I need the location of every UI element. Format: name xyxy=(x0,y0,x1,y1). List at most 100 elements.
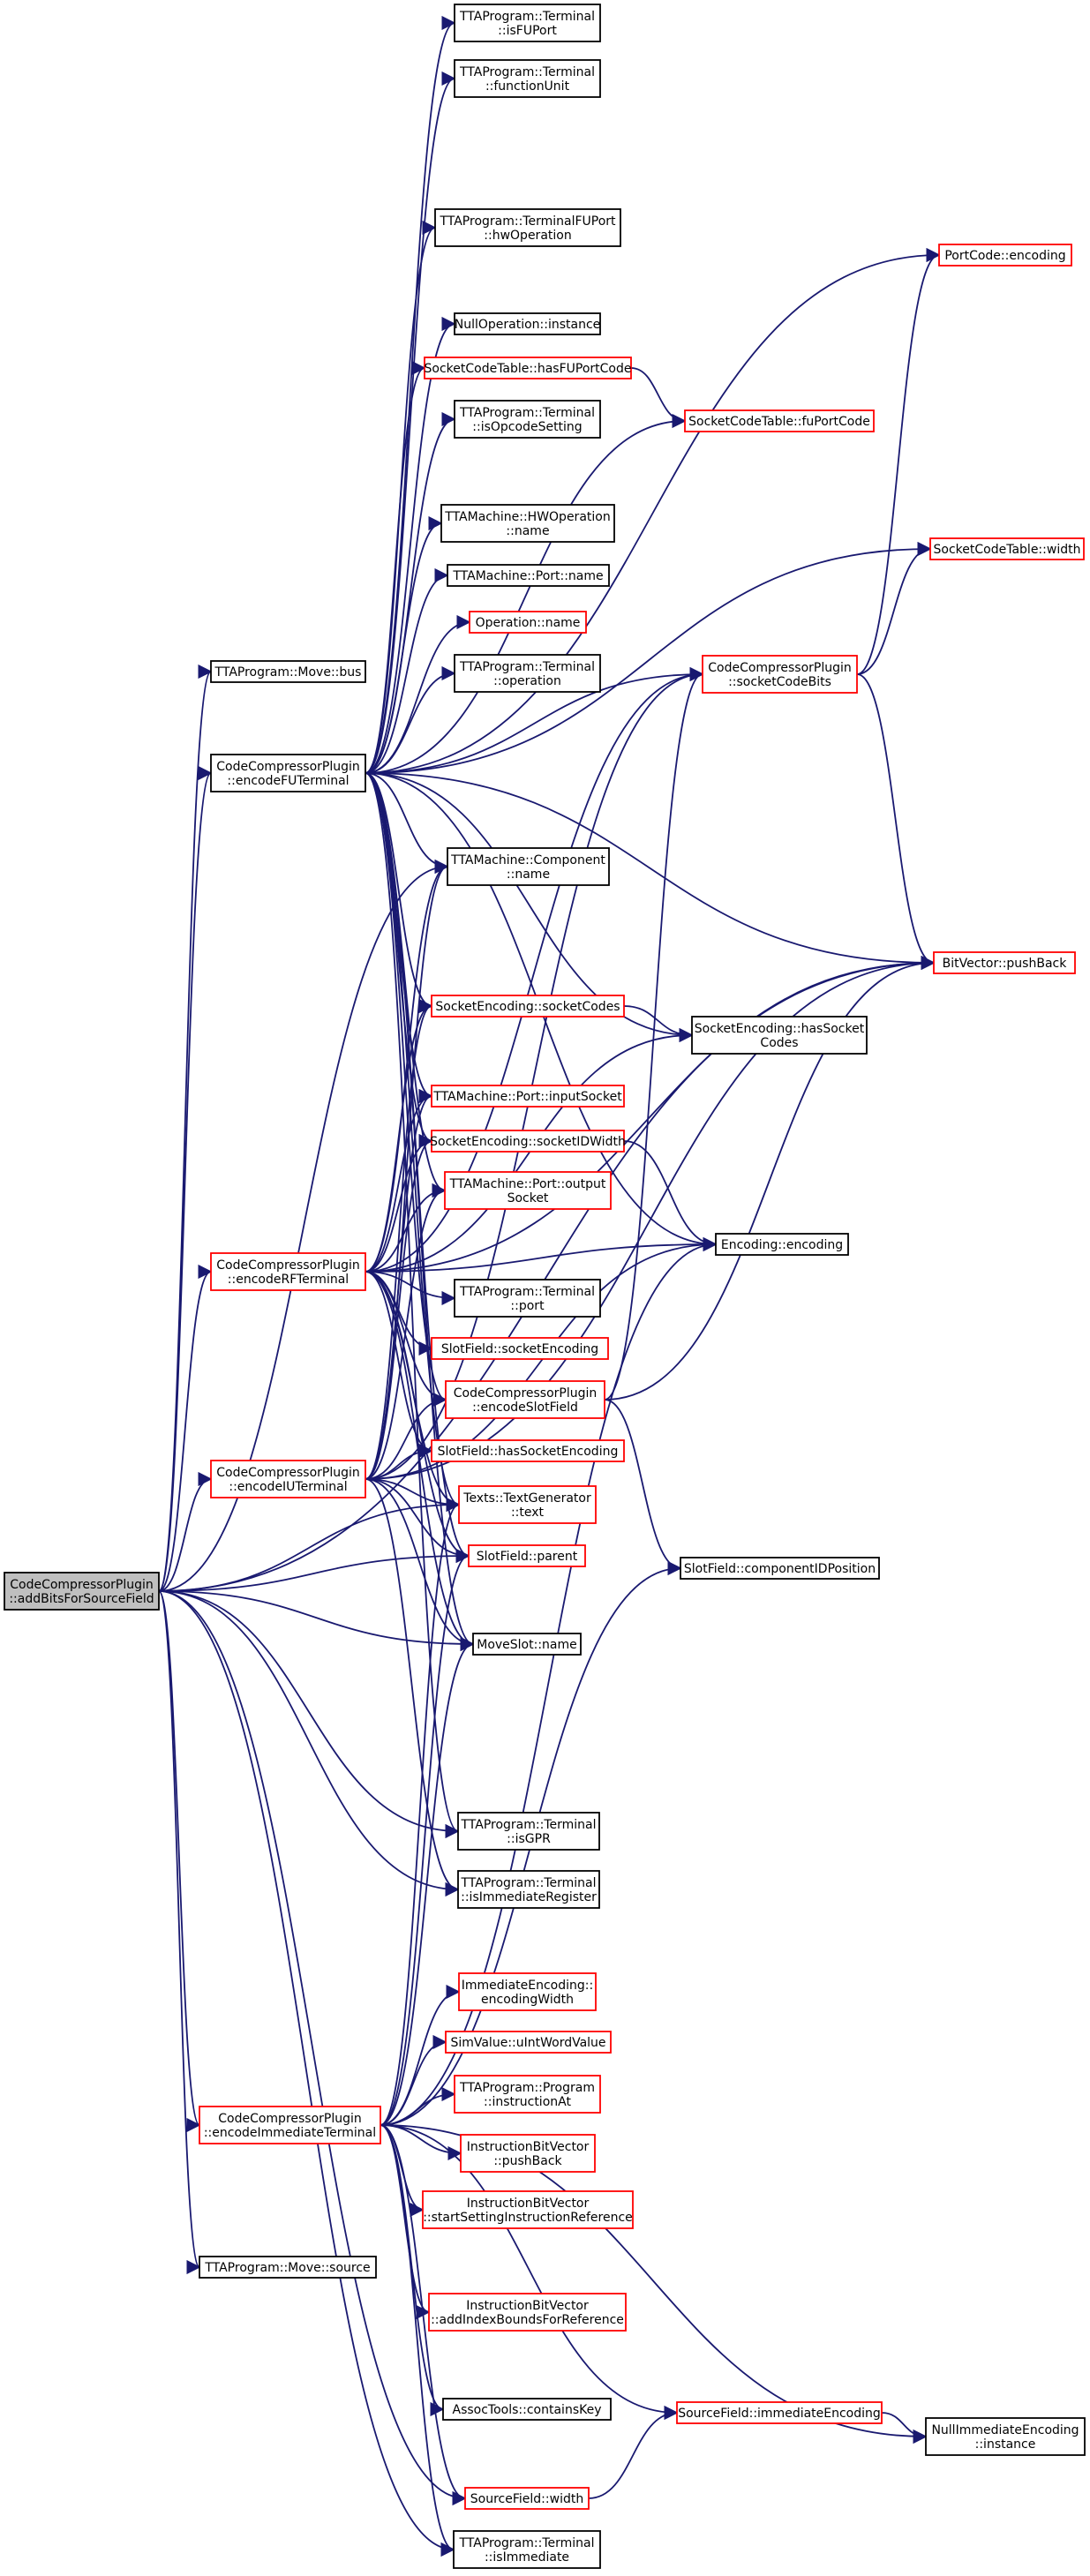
node-box xyxy=(715,1233,849,1256)
node-box xyxy=(434,208,621,247)
node-label: TTAProgram::Terminal xyxy=(459,406,595,420)
node-encodeIU[interactable]: CodeCompressorPlugin::encodeIUTerminal xyxy=(210,1460,366,1498)
node-encodeFU[interactable]: CodeCompressorPlugin::encodeFUTerminal xyxy=(210,754,366,792)
edge-encodeIU-to-textgen_text xyxy=(365,1478,461,1513)
node-layer: CodeCompressorPlugin::addBitsForSourceFi… xyxy=(4,4,1086,2569)
node-isImmReg[interactable]: TTAProgram::Terminal::isImmediateRegiste… xyxy=(457,1870,600,1909)
node-label: SocketEncoding::socketIDWidth xyxy=(430,1135,626,1149)
edge-encodeSlotField-to-socketCodeBits xyxy=(604,667,704,1401)
node-label: ::startSettingInstructionReference xyxy=(423,2211,633,2225)
node-slot_socketEncoding[interactable]: SlotField::socketEncoding xyxy=(431,1337,609,1360)
node-inputSocket[interactable]: TTAMachine::Port::inputSocket xyxy=(431,1085,625,1108)
node-sf_width[interactable]: SourceField::width xyxy=(464,2487,590,2510)
node-hwop_name[interactable]: TTAMachine::HWOperation::name xyxy=(440,504,615,543)
node-portcode_encoding[interactable]: PortCode::encoding xyxy=(938,244,1072,267)
node-fuPortCode[interactable]: SocketCodeTable::fuPortCode xyxy=(684,409,875,432)
node-label: CodeCompressorPlugin xyxy=(218,2112,362,2126)
node-move_bus[interactable]: TTAProgram::Move::bus xyxy=(210,660,366,683)
edge-encodeIU-to-socketIDWidth xyxy=(365,1134,433,1480)
node-functionUnit[interactable]: TTAProgram::Terminal::functionUnit xyxy=(454,59,601,98)
node-isImmediate[interactable]: TTAProgram::Terminal::isImmediate xyxy=(453,2530,601,2569)
edge-encodeRF-to-hasSocketEncoding xyxy=(365,1271,433,1459)
node-label: Socket xyxy=(507,1191,549,1205)
node-box xyxy=(457,1870,600,1909)
node-box xyxy=(454,59,601,98)
node-box xyxy=(454,2075,601,2114)
node-socketCodeBits[interactable]: CodeCompressorPlugin::socketCodeBits xyxy=(702,655,858,694)
edge-encodeFU-to-hwop_name xyxy=(365,515,443,774)
node-term_port[interactable]: TTAProgram::Terminal::port xyxy=(454,1279,601,1318)
node-box xyxy=(460,2134,596,2173)
edge-encodeImm-to-sf_width xyxy=(380,2124,467,2505)
node-label: TTAMachine::Port::name xyxy=(452,569,603,583)
node-operation_name[interactable]: Operation::name xyxy=(469,611,587,634)
node-encodeImm[interactable]: CodeCompressorPlugin::encodeImmediateTer… xyxy=(199,2106,381,2144)
node-isOpcodeSetting[interactable]: TTAProgram::Terminal::isOpcodeSetting xyxy=(454,400,601,439)
node-box xyxy=(453,2530,601,2569)
node-hwOperation[interactable]: TTAProgram::TerminalFUPort::hwOperation xyxy=(434,208,621,247)
node-containsKey[interactable]: AssocTools::containsKey xyxy=(442,2398,612,2421)
node-label: ::encodeIUTerminal xyxy=(229,1480,347,1494)
node-slot_parent[interactable]: SlotField::parent xyxy=(468,1544,586,1567)
node-label: SocketCodeTable::hasFUPortCode xyxy=(425,362,632,376)
edge-root-to-sf_width xyxy=(158,1590,467,2506)
edge-encodeFU-to-isGPR xyxy=(365,772,460,1838)
node-isGPR[interactable]: TTAProgram::Terminal::isGPR xyxy=(457,1812,600,1851)
node-box xyxy=(444,1171,612,1210)
node-hasFUPortCode[interactable]: SocketCodeTable::hasFUPortCode xyxy=(424,357,632,379)
node-nullOp[interactable]: NullOperation::instance xyxy=(454,312,601,335)
node-bv_pushBack[interactable]: BitVector::pushBack xyxy=(933,951,1076,974)
edge-encodeRF-to-inputSocket xyxy=(365,1088,433,1273)
node-encodeSlotField[interactable]: CodeCompressorPlugin::encodeSlotField xyxy=(445,1380,605,1419)
edge-root-to-isGPR xyxy=(158,1590,460,1839)
node-label: TTAProgram::Terminal xyxy=(460,1876,596,1890)
node-label: TTAProgram::Terminal xyxy=(459,1285,595,1299)
node-label: Codes xyxy=(760,1036,798,1050)
node-immediateEncoding[interactable]: SourceField::immediateEncoding xyxy=(676,2401,883,2424)
node-isFUPort[interactable]: TTAProgram::Terminal::isFUPort xyxy=(454,4,601,42)
node-label: CodeCompressorPlugin xyxy=(454,1386,598,1401)
node-socketIDWidth[interactable]: SocketEncoding::socketIDWidth xyxy=(430,1130,626,1153)
node-move_source[interactable]: TTAProgram::Move::source xyxy=(199,2256,377,2279)
node-label: InstructionBitVector xyxy=(467,2197,590,2211)
node-label: TTAMachine::Component xyxy=(450,853,605,867)
node-addIndexBounds[interactable]: InstructionBitVector::addIndexBoundsForR… xyxy=(428,2293,627,2332)
node-label: TTAMachine::Port::inputSocket xyxy=(432,1090,622,1104)
edge-encodeRF-to-slot_parent xyxy=(365,1271,470,1564)
node-box xyxy=(428,2293,627,2332)
node-encodeRF[interactable]: CodeCompressorPlugin::encodeRFTerminal xyxy=(210,1252,366,1291)
edge-encodeRF-to-socketCodeBits xyxy=(365,666,704,1273)
node-box xyxy=(431,1085,625,1108)
node-uIntWordValue[interactable]: SimValue::uIntWordValue xyxy=(445,2031,612,2054)
node-socketCodes[interactable]: SocketEncoding::socketCodes xyxy=(431,995,625,1018)
node-moveslot_name[interactable]: MoveSlot::name xyxy=(472,1633,582,1656)
edge-encodeFU-to-port_name xyxy=(365,567,449,774)
node-box xyxy=(431,995,625,1018)
node-component_name[interactable]: TTAMachine::Component::name xyxy=(447,847,610,886)
node-hasSocketEncoding[interactable]: SlotField::hasSocketEncoding xyxy=(431,1439,625,1462)
node-label: ::pushBack xyxy=(493,2154,562,2168)
edge-encodeFU-to-sct_width xyxy=(365,541,932,774)
node-root: CodeCompressorPlugin::addBitsForSourceFi… xyxy=(4,1572,160,1611)
node-label: ::encodeSlotField xyxy=(472,1401,578,1415)
node-immEncWidth[interactable]: ImmediateEncoding::encodingWidth xyxy=(458,1972,597,2011)
node-componentIDPosition[interactable]: SlotField::componentIDPosition xyxy=(680,1557,880,1580)
edge-encodeRF-to-enc_encoding xyxy=(365,1236,718,1273)
node-box xyxy=(454,1279,601,1318)
node-ibv_pushBack[interactable]: InstructionBitVector::pushBack xyxy=(460,2134,596,2173)
edge-root-to-textgen_text xyxy=(158,1497,461,1592)
node-textgen_text[interactable]: Texts::TextGenerator::text xyxy=(458,1485,597,1524)
node-nullImmEnc[interactable]: NullImmediateEncoding::instance xyxy=(925,2417,1086,2456)
edge-socketCodeBits-to-portcode_encoding xyxy=(856,248,941,675)
node-term_operation[interactable]: TTAProgram::Terminal::operation xyxy=(454,654,601,693)
node-label: SimValue::uIntWordValue xyxy=(450,2036,605,2050)
node-enc_encoding[interactable]: Encoding::encoding xyxy=(715,1233,849,1256)
node-sct_width[interactable]: SocketCodeTable::width xyxy=(929,537,1085,560)
node-box xyxy=(458,1972,597,2011)
node-port_name[interactable]: TTAMachine::Port::name xyxy=(447,564,610,587)
node-label: TTAMachine::HWOperation xyxy=(444,510,610,524)
node-instructionAt[interactable]: TTAProgram::Program::instructionAt xyxy=(454,2075,601,2114)
node-startSetting[interactable]: InstructionBitVector::startSettingInstru… xyxy=(422,2190,634,2229)
